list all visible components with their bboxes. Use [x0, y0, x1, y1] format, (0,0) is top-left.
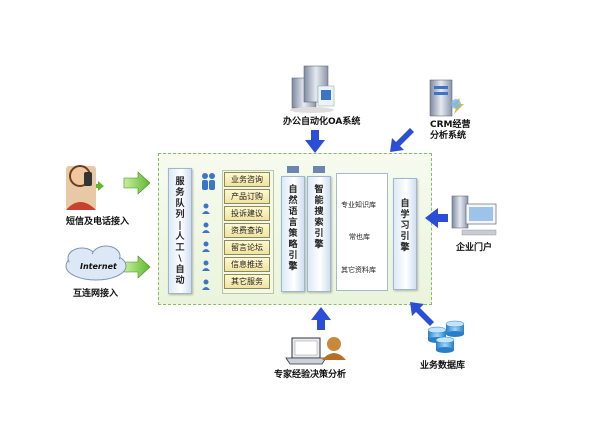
nlp-engine-label: 自 然 语 言 策 略 引 擎: [288, 185, 298, 272]
arrow-portal-left: [425, 208, 448, 228]
kb-other-label: 其它资料库: [341, 266, 376, 274]
nlp-engine-bar: 自 然 语 言 策 略 引 擎: [281, 176, 305, 292]
internet-access-label: 互连网接入: [73, 289, 119, 299]
service-item-4: 留言论坛: [224, 240, 270, 255]
arrow-oa-down: [305, 130, 325, 153]
phone-green-arrow: [92, 181, 104, 191]
internet-cloud-text: Internet: [80, 262, 117, 271]
person-phone-icon: [66, 165, 96, 210]
sms-phone-label: 短信及电话接入: [66, 217, 130, 227]
knowledge-base-box: [336, 173, 388, 291]
kb-common-label: 常也库: [349, 233, 370, 241]
arrow-internet-in: [123, 255, 151, 279]
portal-computer-icon: [451, 195, 497, 236]
service-item-2: 投诉建议: [224, 206, 270, 221]
agent-figures-icon: [202, 173, 215, 290]
self-learning-engine-bar: 自 学 习 引 擎: [393, 178, 417, 290]
bizdb-cylinders-icon: [427, 320, 465, 353]
engine-badges-icon: [287, 166, 325, 173]
kb-professional-label: 专业知识库: [341, 201, 376, 209]
self-learning-engine-label: 自 学 习 引 擎: [400, 199, 410, 253]
search-engine-label: 智 能 搜 索 引 擎: [314, 185, 324, 250]
expert-decision-label: 专家经验决策分析: [274, 370, 347, 380]
service-queue-label: 服 务 队 列 | 人 工 \ 自 动: [175, 177, 185, 286]
search-engine-bar: 智 能 搜 索 引 擎: [307, 176, 331, 292]
internet-cloud-icon: [65, 245, 127, 281]
arrow-bizdb-diag: [410, 302, 434, 326]
service-item-3: 资费查询: [224, 223, 270, 238]
service-queue-bar: 服 务 队 列 | 人 工 \ 自 动: [168, 168, 192, 294]
arrow-sms-in: [123, 171, 151, 195]
crm-system-label: CRM经营 分析系统: [430, 120, 471, 141]
enterprise-portal-label: 企业门户: [456, 243, 493, 253]
service-item-5: 信息推送: [224, 257, 270, 272]
service-item-0: 业务咨询: [224, 172, 270, 187]
arrow-expert-up: [311, 307, 331, 330]
crm-server-icon: [429, 79, 464, 117]
business-db-label: 业务数据库: [420, 361, 466, 371]
arrow-crm-diag: [390, 128, 414, 152]
expert-laptop-icon: [285, 337, 346, 365]
oa-server-icon: [290, 65, 335, 113]
service-item-6: 其它服务: [224, 274, 270, 289]
oa-system-label: 办公自动化OA系统: [283, 117, 361, 127]
service-item-1: 产品订购: [224, 189, 270, 204]
